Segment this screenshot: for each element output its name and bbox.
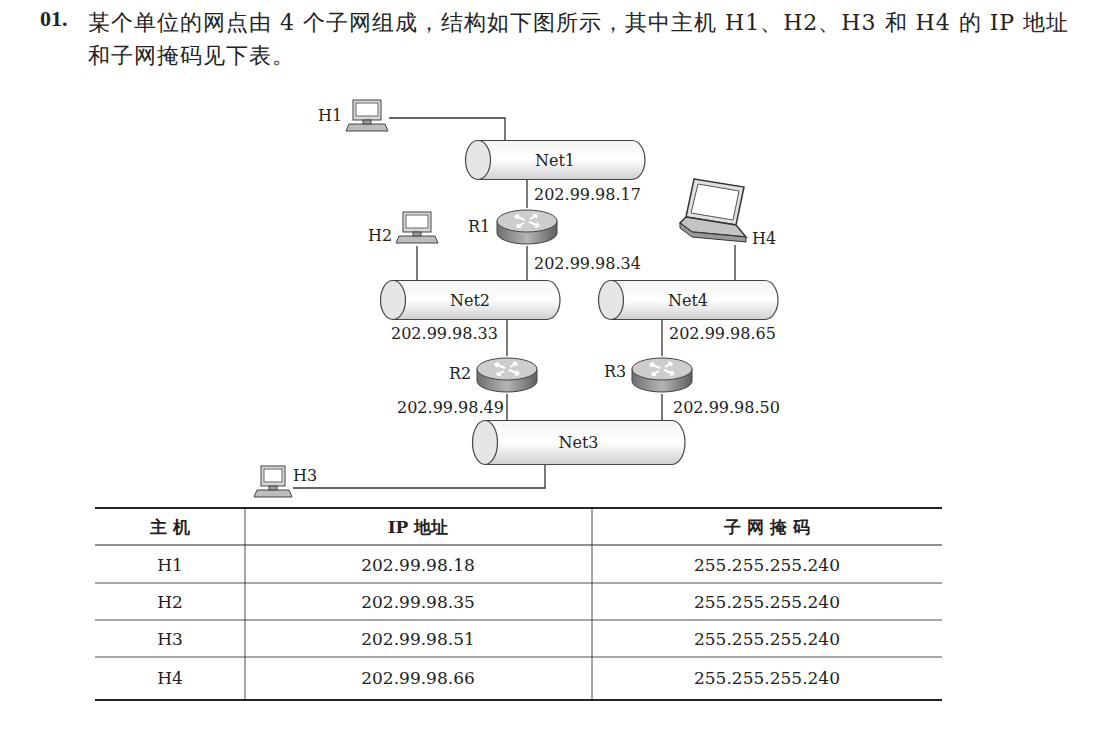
table-cell: 主 机: [150, 516, 190, 539]
network-segment: Net3: [472, 420, 685, 465]
table-cell: 202.99.98.51: [361, 629, 475, 649]
table-cell: 255.255.255.240: [694, 555, 840, 575]
network-name: Net4: [668, 291, 708, 310]
ip-address: 202.99.98.34: [533, 254, 642, 273]
host-name: H3: [293, 466, 317, 485]
table-cell: H2: [157, 592, 183, 612]
laptop-icon: [678, 175, 748, 245]
question-number: 01.: [40, 6, 68, 32]
host-name: H2: [368, 226, 392, 245]
host-name: H4: [752, 229, 776, 248]
pc-icon: [345, 98, 389, 134]
router-icon: [495, 208, 559, 246]
pc-icon: [395, 210, 439, 246]
link-line: [734, 245, 735, 280]
network-segment: Net4: [598, 280, 778, 320]
host-node: H4: [678, 175, 748, 245]
link-line: [526, 246, 527, 280]
network-segment: Net1: [465, 140, 645, 180]
router-node: R2: [475, 356, 539, 394]
network-segment: Net2: [380, 280, 560, 320]
network-name: Net1: [535, 151, 575, 170]
network-name: Net2: [450, 291, 490, 310]
router-name: R1: [468, 217, 490, 236]
link-line: [293, 465, 545, 488]
link-line: [526, 180, 527, 208]
host-node: H1: [345, 98, 389, 134]
table-cell: 202.99.98.35: [361, 592, 475, 612]
table-cell: 子 网 掩 码: [724, 516, 810, 539]
table-cell: 202.99.98.18: [361, 555, 475, 575]
question-text: 某个单位的网点由 4 个子网组成，结构如下图所示，其中主机 H1、H2、H3 和…: [88, 6, 1078, 72]
ip-address: 202.99.98.65: [668, 324, 777, 343]
link-line: [661, 320, 662, 356]
ip-address: 202.99.98.33: [390, 324, 499, 343]
ip-address: 202.99.98.17: [533, 185, 642, 204]
ip-address: 202.99.98.50: [672, 398, 781, 417]
router-name: R3: [604, 362, 626, 381]
host-node: H2: [395, 210, 439, 246]
router-icon: [630, 356, 694, 394]
network-name: Net3: [558, 433, 598, 452]
table-cell: H3: [157, 629, 183, 649]
table-cell: IP 地址: [388, 516, 449, 539]
router-name: R2: [449, 364, 471, 383]
router-node: R3: [630, 356, 694, 394]
link-line: [506, 394, 507, 420]
host-name: H1: [318, 106, 342, 125]
ip-address: 202.99.98.49: [396, 398, 505, 417]
router-icon: [475, 356, 539, 394]
table-cell: 255.255.255.240: [694, 668, 840, 688]
table-cell: H4: [157, 668, 183, 688]
table-cell: 255.255.255.240: [694, 592, 840, 612]
table-cell: H1: [157, 555, 183, 575]
router-node: R1: [495, 208, 559, 246]
link-line: [661, 394, 662, 420]
link-line: [389, 118, 505, 140]
link-line: [506, 320, 507, 356]
table-cell: 202.99.98.66: [361, 668, 475, 688]
table-cell: 255.255.255.240: [694, 629, 840, 649]
link-line: [416, 246, 417, 280]
pc-icon: [253, 464, 293, 500]
host-node: H3: [253, 464, 293, 500]
